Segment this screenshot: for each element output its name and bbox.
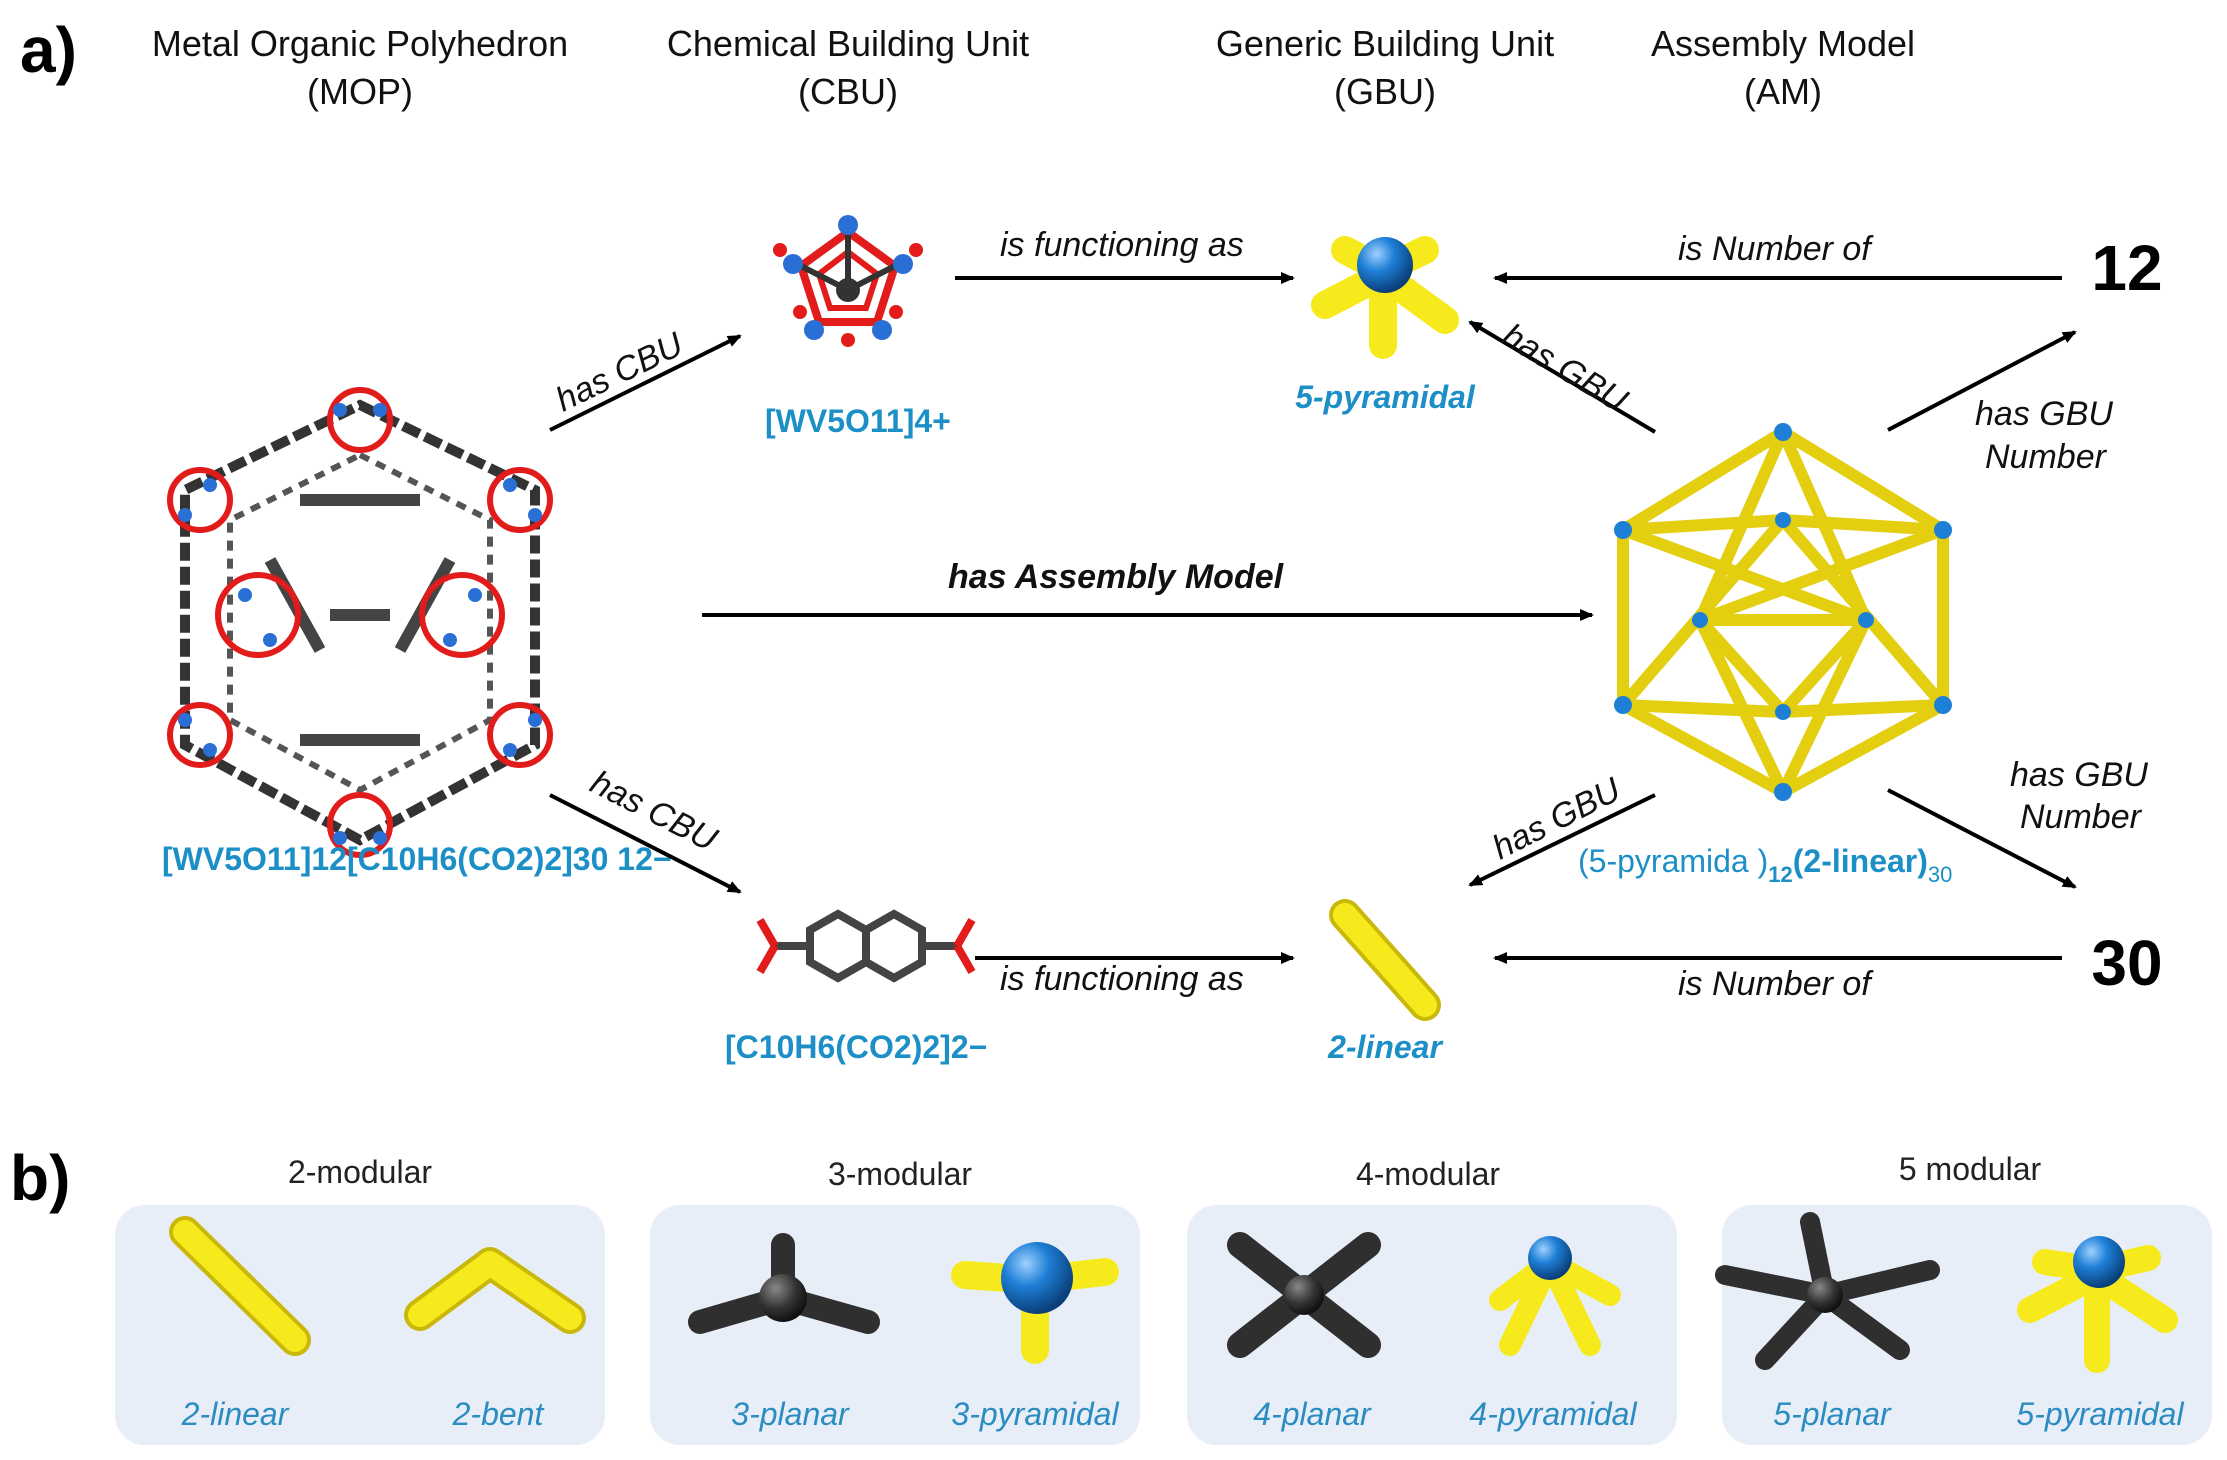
- label-has-gbu-top: has GBU: [1496, 316, 1634, 420]
- label-number-of-top: is Number of: [1678, 230, 1874, 268]
- am-formula-sub2: 30: [1928, 862, 1952, 887]
- label-gbu-number-top-2: Number: [1985, 438, 2108, 476]
- am-formula: (5-pyramida )12(2-linear)30: [1578, 843, 1952, 887]
- arrow-has-gbu-bottom: [1468, 793, 1656, 887]
- b-label-2-bent: 2-bent: [452, 1396, 545, 1432]
- gbu-bottom-label: 2-linear: [1327, 1029, 1443, 1065]
- b-2-linear-image: [169, 1216, 311, 1356]
- b-4-pyramidal-image: [1489, 1236, 1621, 1356]
- cbu-bottom-formula: [C10H6(CO2)2]2−: [725, 1029, 987, 1065]
- assembly-model-icosahedron-image: [1614, 423, 1952, 801]
- cbu-top-formula: [WV5O11]4+: [765, 403, 951, 439]
- b-label-3-pyramidal: 3-pyramidal: [951, 1396, 1119, 1432]
- gbu-top-label: 5-pyramidal: [1295, 379, 1476, 415]
- column-headers: Metal Organic Polyhedron (MOP) Chemical …: [152, 23, 1915, 112]
- arrow-gbu-number-top: [1887, 330, 2077, 432]
- group-3-modular-title: 3-modular: [828, 1156, 972, 1192]
- group-2-modular-title: 2-modular: [288, 1154, 432, 1190]
- gbu-2-linear-image: [1329, 899, 1441, 1021]
- arrows: [549, 272, 2077, 964]
- label-gbu-number-bottom-2: Number: [2020, 798, 2143, 836]
- b-3-pyramidal-image: [951, 1242, 1119, 1364]
- cbu-bottom-structure-image: [756, 909, 976, 983]
- group-4-modular-title: 4-modular: [1356, 1156, 1500, 1192]
- b-label-5-pyramidal: 5-pyramidal: [2016, 1396, 2184, 1432]
- arrow-gbu-number-bottom: [1887, 788, 2077, 889]
- b-5-planar-image: [1715, 1212, 1940, 1370]
- panel-b-letter: b): [10, 1142, 70, 1214]
- b-label-5-planar: 5-planar: [1773, 1396, 1892, 1432]
- col-am-line1: Assembly Model: [1651, 23, 1915, 64]
- label-functioning-bottom: is functioning as: [1000, 960, 1244, 998]
- col-mop-line2: (MOP): [307, 71, 413, 112]
- col-cbu-line2: (CBU): [798, 71, 898, 112]
- group-5-modular-title: 5 modular: [1899, 1151, 2042, 1187]
- am-formula-prefix: (5-pyramida ): [1578, 843, 1768, 879]
- col-gbu-line1: Generic Building Unit: [1216, 23, 1554, 64]
- number-top: 12: [2091, 232, 2162, 304]
- b-label-4-pyramidal: 4-pyramidal: [1469, 1396, 1637, 1432]
- b-5-pyramidal-image: [2017, 1236, 2178, 1373]
- arrow-has-gbu-top: [1468, 320, 1657, 434]
- label-gbu-number-bottom-1: has GBU: [2010, 756, 2148, 794]
- col-am-line2: (AM): [1744, 71, 1822, 112]
- b-2-bent-image: [404, 1247, 586, 1334]
- b-label-2-linear: 2-linear: [181, 1396, 290, 1432]
- arrow-has-cbu-bottom: [549, 793, 742, 894]
- b-label-3-planar: 3-planar: [731, 1396, 850, 1432]
- b-label-4-planar: 4-planar: [1253, 1396, 1372, 1432]
- col-cbu-line1: Chemical Building Unit: [667, 23, 1029, 64]
- gbu-5-pyramidal-image: [1311, 236, 1459, 359]
- b-3-planar-image: [688, 1233, 880, 1334]
- mop-formula: [WV5O11]12[C10H6(CO2)2]30 12−: [162, 841, 672, 877]
- col-mop-line1: Metal Organic Polyhedron: [152, 23, 568, 64]
- am-formula-sub1: 12: [1768, 862, 1792, 887]
- number-bottom: 30: [2091, 927, 2162, 999]
- label-functioning-top: is functioning as: [1000, 226, 1244, 264]
- b-4-planar-image: [1227, 1232, 1381, 1358]
- label-number-of-bottom: is Number of: [1678, 965, 1874, 1003]
- panel-a-letter: a): [20, 14, 77, 86]
- cbu-top-structure-image: [773, 215, 923, 347]
- mop-structure-image: [167, 387, 553, 858]
- label-has-assembly-model: has Assembly Model: [948, 558, 1285, 596]
- am-formula-mid: (2-linear): [1793, 843, 1928, 879]
- col-gbu-line2: (GBU): [1334, 71, 1436, 112]
- arrow-has-cbu-top: [549, 334, 742, 432]
- label-gbu-number-top-1: has GBU: [1975, 395, 2113, 433]
